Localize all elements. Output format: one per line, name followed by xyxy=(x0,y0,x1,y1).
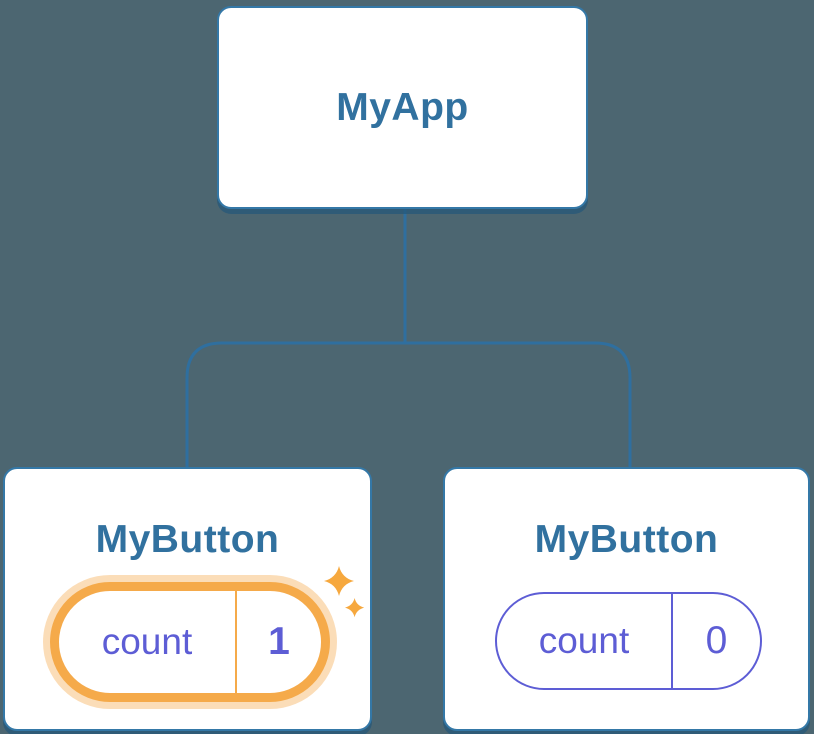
pill-divider xyxy=(235,591,237,693)
state-value: 0 xyxy=(705,619,728,662)
connector-children-bracket xyxy=(185,341,632,467)
sparkles-icon xyxy=(324,566,365,618)
node-mybutton-label: MyButton xyxy=(95,518,280,561)
node-myapp: MyApp xyxy=(217,6,588,209)
node-myapp-label: MyApp xyxy=(336,85,469,129)
state-key-label: count xyxy=(101,621,193,662)
state-value: 1 xyxy=(268,620,290,663)
pill-divider xyxy=(671,594,673,688)
state-pill-normal: count 0 xyxy=(495,592,762,690)
state-pill-highlighted: count 1 xyxy=(50,582,330,702)
node-mybutton-normal: MyButton count 0 xyxy=(443,467,810,731)
node-mybutton-label: MyButton xyxy=(534,518,719,561)
state-key-label: count xyxy=(538,620,630,661)
node-mybutton-highlighted: MyButton count 1 xyxy=(3,467,372,731)
